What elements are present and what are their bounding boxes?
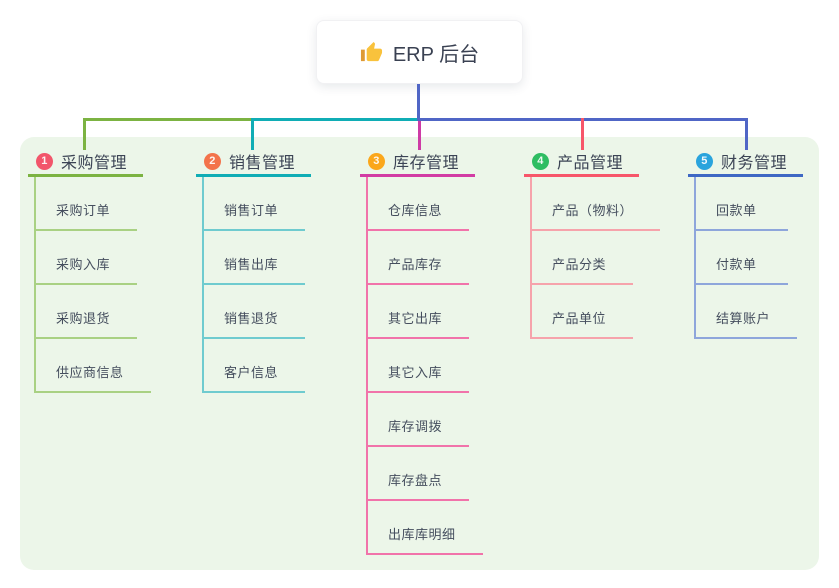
branch-title-label: 库存管理	[393, 155, 460, 172]
node-item[interactable]: 销售退货	[204, 285, 306, 339]
branch-sales: 2 销售管理 销售订单 销售出库 销售退货 客户信息	[196, 148, 312, 393]
node-item[interactable]: 采购退货	[36, 285, 138, 339]
connector-bus-green	[83, 118, 251, 121]
branch-inventory-title[interactable]: 3 库存管理	[360, 148, 476, 177]
node-item[interactable]: 产品（物料）	[532, 177, 661, 231]
node-item[interactable]: 回款单	[696, 177, 788, 231]
branch-finance-title[interactable]: 5 财务管理	[688, 148, 804, 177]
node-item[interactable]: 付款单	[696, 231, 788, 285]
node-item[interactable]: 库存调拨	[368, 393, 470, 447]
branch-number-badge: 4	[532, 152, 549, 170]
branch-title-label: 销售管理	[229, 155, 296, 172]
node-item[interactable]: 出库库明细	[368, 501, 483, 555]
branch-finance-children: 回款单 付款单 结算账户	[694, 177, 798, 339]
mindmap-canvas	[20, 137, 819, 570]
thumbs-up-icon	[360, 41, 383, 64]
node-item[interactable]: 客户信息	[204, 339, 306, 393]
node-item[interactable]: 产品单位	[532, 285, 634, 339]
node-item[interactable]: 采购订单	[36, 177, 138, 231]
node-item[interactable]: 销售订单	[204, 177, 306, 231]
root-node-label: ERP 后台	[392, 43, 480, 66]
connector-riser-finance	[745, 121, 748, 150]
node-item[interactable]: 产品库存	[368, 231, 470, 285]
branch-sales-children: 销售订单 销售出库 销售退货 客户信息	[202, 177, 306, 393]
branch-purchase-title[interactable]: 1 采购管理	[28, 148, 144, 177]
node-item[interactable]: 结算账户	[696, 285, 798, 339]
node-item[interactable]: 其它出库	[368, 285, 470, 339]
branch-sales-title[interactable]: 2 销售管理	[196, 148, 312, 177]
branch-product-children: 产品（物料） 产品分类 产品单位	[530, 177, 661, 339]
node-item[interactable]: 其它入库	[368, 339, 470, 393]
branch-number-badge: 5	[696, 152, 713, 170]
branch-title-label: 采购管理	[61, 155, 128, 172]
node-item[interactable]: 采购入库	[36, 231, 138, 285]
branch-title-label: 产品管理	[557, 155, 624, 172]
branch-product-title[interactable]: 4 产品管理	[524, 148, 640, 177]
connector-riser-sales	[251, 118, 254, 150]
branch-inventory-children: 仓库信息 产品库存 其它出库 其它入库 库存调拨 库存盘点 出库库明细	[366, 177, 483, 555]
branch-number-badge: 1	[36, 152, 53, 170]
branch-finance: 5 财务管理 回款单 付款单 结算账户	[688, 148, 804, 339]
branch-number-badge: 3	[368, 152, 385, 170]
connector-riser-inventory	[418, 121, 421, 150]
node-item[interactable]: 销售出库	[204, 231, 306, 285]
branch-title-label: 财务管理	[721, 155, 788, 172]
branch-purchase: 1 采购管理 采购订单 采购入库 采购退货 供应商信息	[28, 148, 151, 393]
root-node[interactable]: ERP 后台	[316, 20, 523, 84]
branch-inventory: 3 库存管理 仓库信息 产品库存 其它出库 其它入库 库存调拨 库存盘点 出库库…	[360, 148, 483, 555]
node-item[interactable]: 库存盘点	[368, 447, 470, 501]
node-item[interactable]: 仓库信息	[368, 177, 470, 231]
connector-root-stem	[417, 84, 420, 120]
branch-product: 4 产品管理 产品（物料） 产品分类 产品单位	[524, 148, 661, 339]
branch-purchase-children: 采购订单 采购入库 采购退货 供应商信息	[34, 177, 151, 393]
node-item[interactable]: 产品分类	[532, 231, 634, 285]
connector-riser-product	[581, 118, 584, 150]
connector-riser-purchase	[83, 118, 86, 150]
branch-number-badge: 2	[204, 152, 221, 170]
node-item[interactable]: 供应商信息	[36, 339, 151, 393]
connector-bus-teal	[251, 118, 417, 121]
